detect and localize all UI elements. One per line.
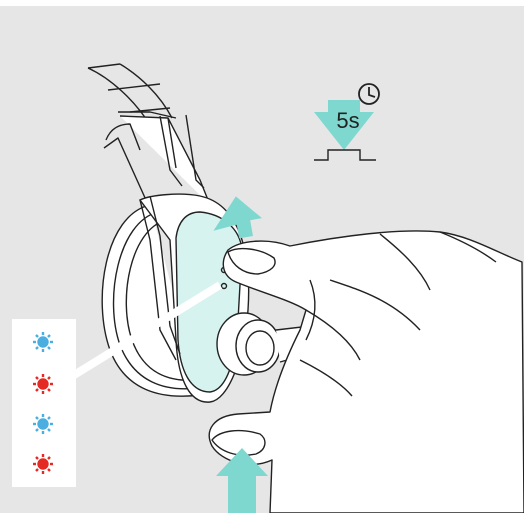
led-blink-blue-icon	[32, 413, 54, 435]
press-hold-indicator: 5s	[314, 84, 379, 160]
led-status-panel	[12, 319, 76, 487]
led-blink-blue-icon	[32, 331, 54, 353]
led-blink-red-icon	[32, 453, 54, 475]
timer-label: 5s	[336, 108, 359, 133]
button-symbol	[314, 150, 376, 160]
headband	[88, 64, 210, 205]
clock-icon	[359, 84, 379, 104]
led-blink-red-icon	[32, 373, 54, 395]
